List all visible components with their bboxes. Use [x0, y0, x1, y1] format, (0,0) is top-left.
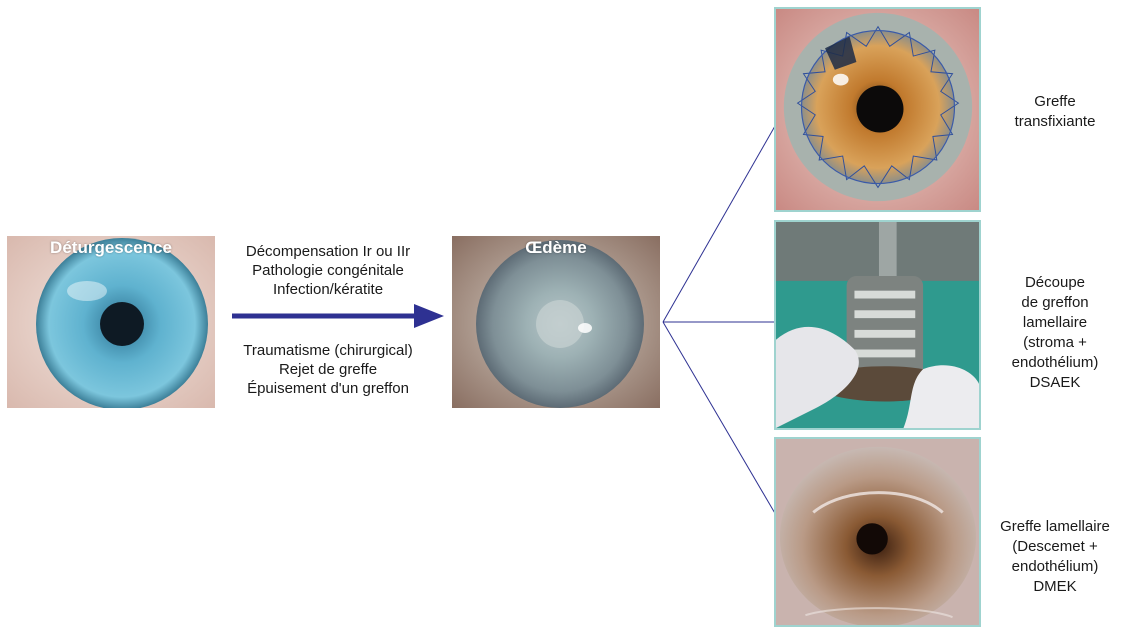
caption-line: endothélium) — [990, 557, 1120, 577]
caption-dsaek: Découpe de greffon lamellaire (stroma + … — [1000, 273, 1110, 393]
caption-dmek: Greffe lamellaire (Descemet + endothéliu… — [990, 517, 1120, 597]
branch-line-dmek — [663, 322, 783, 527]
causes-bottom: Traumatisme (chirurgical) Rejet de greff… — [220, 341, 436, 398]
dmek-graft-image — [776, 439, 979, 625]
caption-line: Greffe lamellaire — [990, 517, 1120, 537]
clear-eye-image — [7, 236, 215, 408]
cause-epuisement: Épuisement d'un greffon — [220, 379, 436, 398]
cause-pathologie: Pathologie congénitale — [220, 261, 436, 280]
photo-greffe-transfixiante — [774, 7, 981, 212]
photo-deturgescence: Déturgescence — [7, 236, 215, 408]
caption-line: (stroma + — [1000, 333, 1110, 353]
caption-line: (Descemet + — [990, 537, 1120, 557]
caption-line: transfixiante — [1000, 112, 1110, 132]
cause-rejet: Rejet de greffe — [220, 360, 436, 379]
main-arrow — [232, 304, 444, 328]
photo-dmek — [774, 437, 981, 627]
caption-line: Découpe — [1000, 273, 1110, 293]
caption-line: lamellaire — [1000, 313, 1110, 333]
label-deturgescence: Déturgescence — [7, 238, 215, 258]
branch-line-transfixiante — [663, 112, 783, 322]
caption-line: endothélium) — [1000, 353, 1110, 373]
dsaek-cutting-image — [776, 222, 979, 428]
caption-transfixiante: Greffe transfixiante — [1000, 92, 1110, 132]
cause-traumatisme: Traumatisme (chirurgical) — [220, 341, 436, 360]
causes-top: Décompensation Ir ou IIr Pathologie cong… — [220, 242, 436, 299]
cause-decompensation: Décompensation Ir ou IIr — [220, 242, 436, 261]
caption-line: DMEK — [990, 577, 1120, 597]
photo-dsaek — [774, 220, 981, 430]
penetrating-graft-image — [776, 9, 979, 210]
caption-line: DSAEK — [1000, 373, 1110, 393]
caption-line: Greffe — [1000, 92, 1110, 112]
edema-eye-image — [452, 236, 660, 408]
photo-oedeme: Œdème — [452, 236, 660, 408]
label-oedeme: Œdème — [452, 238, 660, 258]
cause-infection: Infection/kératite — [220, 280, 436, 299]
caption-line: de greffon — [1000, 293, 1110, 313]
